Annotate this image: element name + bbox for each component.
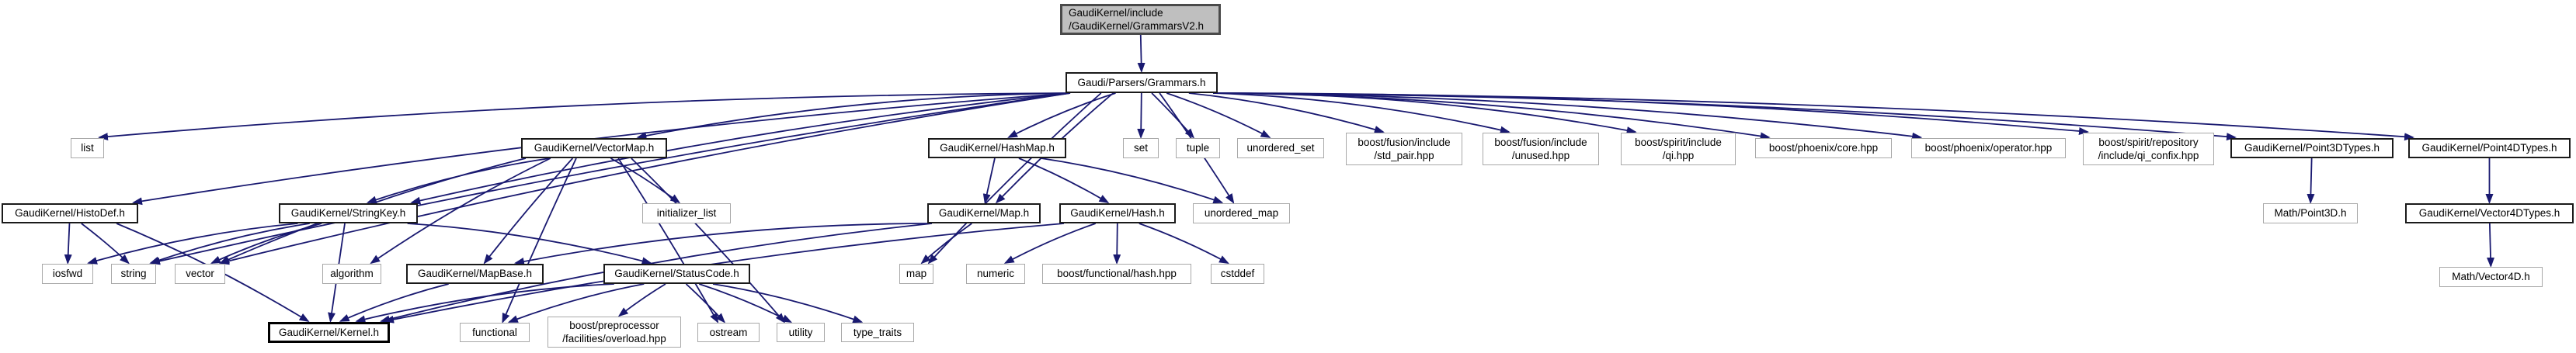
node-string: string [111, 264, 156, 284]
edge-stringkey-vector [210, 223, 322, 264]
edge-grammars-vector [219, 92, 1071, 265]
node-boost_hash: boost/functional/hash.hpp [1042, 264, 1191, 284]
node-std_pair: boost/fusion/include /std_pair.hpp [1346, 133, 1462, 165]
node-hash_h[interactable]: GaudiKernel/Hash.h [1059, 203, 1176, 223]
node-cstddef: cstddef [1211, 264, 1264, 284]
edge-vectormap-initializer_list [610, 157, 681, 204]
node-set: set [1123, 138, 1159, 158]
node-map_std: map [899, 264, 933, 284]
node-unused: boost/fusion/include /unused.hpp [1483, 133, 1599, 165]
edge-stringkey-statuscode [407, 223, 652, 265]
node-type_traits: type_traits [841, 323, 914, 342]
edge-statuscode-ostream [685, 283, 726, 324]
edge-grammars-unordered_set [1166, 92, 1271, 138]
node-histodef[interactable]: GaudiKernel/HistoDef.h [2, 203, 138, 223]
edge-grammars-point4dtypes [1212, 92, 2414, 141]
edge-statuscode-functional [507, 283, 645, 323]
node-math_vector4d: Math/Vector4D.h [2439, 267, 2543, 287]
node-vector: vector [175, 264, 225, 284]
node-stringkey[interactable]: GaudiKernel/StringKey.h [279, 203, 418, 223]
node-math_point3d: Math/Point3D.h [2263, 203, 2358, 223]
node-mapbase[interactable]: GaudiKernel/MapBase.h [406, 264, 544, 284]
node-iosfwd: iosfwd [42, 264, 93, 284]
edge-vectormap-vector [219, 157, 527, 264]
node-grammars[interactable]: Gaudi/Parsers/Grammars.h [1066, 72, 1218, 93]
edge-hash_h-kernel [384, 223, 1065, 324]
edge-hash_h-cstddef [1139, 223, 1229, 264]
edge-vectormap-ostream [617, 157, 719, 324]
node-ostream: ostream [697, 323, 760, 342]
edge-stringkey-iosfwd [87, 223, 298, 265]
edge-grammars-hashmap [1007, 92, 1116, 138]
edge-hashmap-map_h [982, 157, 996, 204]
node-qi: boost/spirit/include /qi.hpp [1621, 133, 1736, 165]
edge-statuscode-utility [698, 283, 793, 323]
node-unordered_set: unordered_set [1237, 138, 1324, 158]
node-tuple: tuple [1176, 138, 1220, 158]
edge-vector4dtypes-math_vector4d [2487, 223, 2495, 268]
edge-histodef-string [81, 223, 130, 265]
node-initializer_list: initializer_list [642, 203, 731, 223]
node-vector4dtypes[interactable]: GaudiKernel/Vector4DTypes.h [2405, 203, 2574, 223]
edge-grammars-list [98, 92, 1071, 141]
edge-hash_h-numeric [1003, 223, 1097, 264]
node-point4dtypes[interactable]: GaudiKernel/Point4DTypes.h [2408, 138, 2571, 158]
edge-vectormap-utility [631, 157, 786, 324]
node-phoenix_core: boost/phoenix/core.hpp [1755, 138, 1892, 158]
node-unordered_map: unordered_map [1193, 203, 1290, 223]
edge-grammars-tuple [1151, 92, 1195, 139]
edge-hash_h-boost_hash [1113, 223, 1121, 265]
node-hashmap[interactable]: GaudiKernel/HashMap.h [928, 138, 1066, 158]
node-vectormap[interactable]: GaudiKernel/VectorMap.h [521, 138, 667, 158]
edge-histodef-iosfwd [64, 223, 72, 265]
edge-statuscode-kernel [355, 283, 614, 324]
node-algorithm: algorithm [322, 264, 381, 284]
node-kernel[interactable]: GaudiKernel/Kernel.h [268, 322, 390, 343]
edge-grammars-vectormap [636, 92, 1071, 140]
node-list: list [71, 138, 104, 158]
node-point3dtypes[interactable]: GaudiKernel/Point3DTypes.h [2230, 138, 2393, 158]
node-phoenix_operator: boost/phoenix/operator.hpp [1911, 138, 2066, 158]
edge-grammars-histodef [132, 92, 1071, 206]
edge-hashmap-unordered_map [1041, 157, 1224, 204]
edge-map_h-kernel [380, 223, 933, 324]
edge-hashmap-hash_h [1018, 157, 1110, 204]
edge-map_h-map_std [920, 223, 972, 265]
node-map_h[interactable]: GaudiKernel/Map.h [927, 203, 1041, 223]
edge-grammars-string [150, 92, 1071, 265]
edge-vectormap-algorithm [370, 157, 551, 265]
edge-vectormap-mapbase [483, 157, 574, 265]
edge-statuscode-overload [617, 283, 666, 317]
edge-map_h-mapbase [513, 223, 933, 265]
edge-root-grammars [1137, 34, 1145, 73]
node-overload: boost/preprocessor /facilities/overload.… [548, 317, 681, 348]
edge-mapbase-kernel [339, 283, 449, 322]
edge-grammars-unused [1212, 92, 1510, 134]
edge-stringkey-string [149, 223, 310, 265]
edge-grammars-stringkey [410, 92, 1071, 205]
node-functional: functional [460, 323, 530, 342]
edge-grammars-set [1137, 92, 1145, 139]
edge-grammars-std_pair [1188, 92, 1385, 133]
node-root: GaudiKernel/include /GaudiKernel/Grammar… [1060, 4, 1221, 35]
node-utility: utility [777, 323, 825, 342]
node-qi_confix: boost/spirit/repository /include/qi_conf… [2083, 133, 2214, 165]
edge-point3dtypes-math_point3d [2307, 157, 2315, 204]
edge-statuscode-type_traits [712, 283, 864, 324]
node-statuscode[interactable]: GaudiKernel/StatusCode.h [603, 264, 750, 284]
node-numeric: numeric [966, 264, 1025, 284]
